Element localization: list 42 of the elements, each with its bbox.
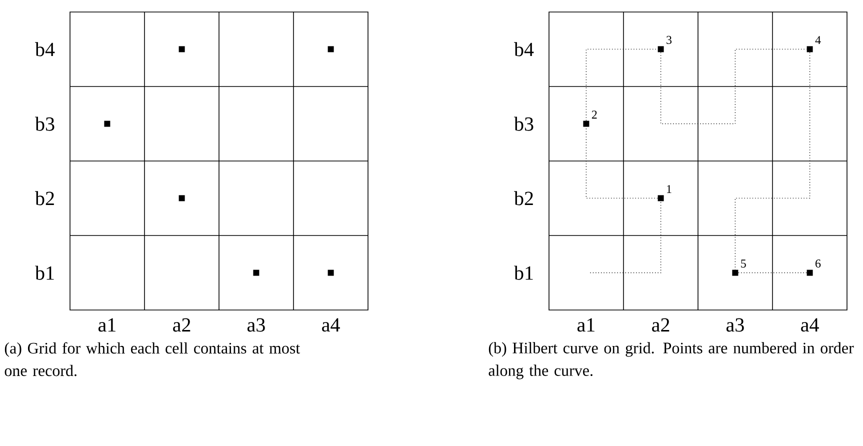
data-point [253,270,260,276]
axis-label: b1 [35,266,54,280]
point-number: 3 [666,36,672,44]
axis-label: b2 [35,191,54,206]
curve-segment [586,48,658,121]
data-point [658,195,664,202]
axis-label: a2 [173,318,190,332]
data-point [732,270,738,276]
axis-label: b3 [35,116,54,131]
curve-segment [734,52,810,270]
curve-segment [586,126,658,199]
axis-label: b2 [514,191,533,206]
data-point [328,270,334,276]
axis-label: b1 [514,266,533,280]
data-point [104,120,110,127]
axis-label: a1 [98,318,116,332]
data-point [178,195,185,202]
axis-label: b4 [35,42,55,56]
point-number: 6 [816,260,821,268]
data-point [178,46,185,52]
data-point [328,46,334,52]
curve-segment [660,48,807,124]
data-point [806,46,813,52]
point-number: 1 [667,185,672,193]
axis-label: a3 [247,318,265,332]
axis-label: a3 [726,318,744,332]
axis-label: a4 [322,318,340,332]
axis-label: a1 [577,318,594,332]
data-point [583,120,590,127]
axis-label: a4 [801,318,819,332]
point-number: 2 [592,110,597,119]
caption: (a) Grid for which each cell contains at most one record. [4,342,300,376]
caption: (b) Hilbert curve on grid. Points are numbered in order along the curve. [488,342,854,380]
point-number: 4 [815,36,821,44]
data-point [658,46,664,52]
axis-label: a2 [652,318,670,332]
axis-label: b4 [514,42,534,56]
axis-label: b3 [514,116,534,131]
curve-segment [590,201,662,274]
curve-segment [738,272,807,274]
point-number: 5 [741,260,746,268]
data-point [806,270,813,276]
